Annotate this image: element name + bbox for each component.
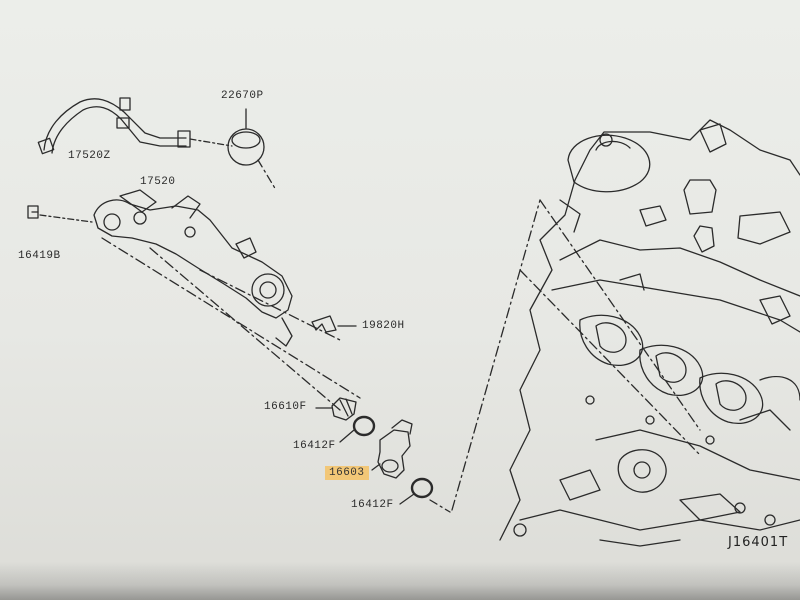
camshaft-sensor-drawing: [227, 108, 277, 191]
diagram-reference-code: J16401T: [728, 535, 789, 550]
fuel-injector-drawing: [371, 419, 413, 479]
o-ring-lower-drawing: [399, 477, 434, 505]
monitor-bezel-shadow: [0, 562, 800, 600]
vent-hose-drawing: [37, 97, 233, 155]
part-label-16412F-lower[interactable]: 16412F: [351, 499, 394, 511]
part-label-17520[interactable]: 17520: [140, 176, 176, 188]
fuel-rail-bracket-drawing: [27, 189, 361, 411]
part-label-22670P[interactable]: 22670P: [221, 90, 264, 102]
connector-clip-drawing: [311, 315, 357, 333]
part-label-16412F-upper[interactable]: 16412F: [293, 440, 336, 452]
o-ring-upper-drawing: [339, 415, 376, 443]
part-label-16603-highlighted[interactable]: 16603: [325, 466, 369, 480]
part-label-17520Z[interactable]: 17520Z: [68, 150, 111, 162]
part-label-16419B[interactable]: 16419B: [18, 250, 61, 262]
part-label-16610F[interactable]: 16610F: [264, 401, 307, 413]
engine-cylinder-head-drawing: [499, 119, 800, 547]
part-label-19820H[interactable]: 19820H: [362, 320, 405, 332]
injector-clip-drawing: [315, 397, 357, 421]
